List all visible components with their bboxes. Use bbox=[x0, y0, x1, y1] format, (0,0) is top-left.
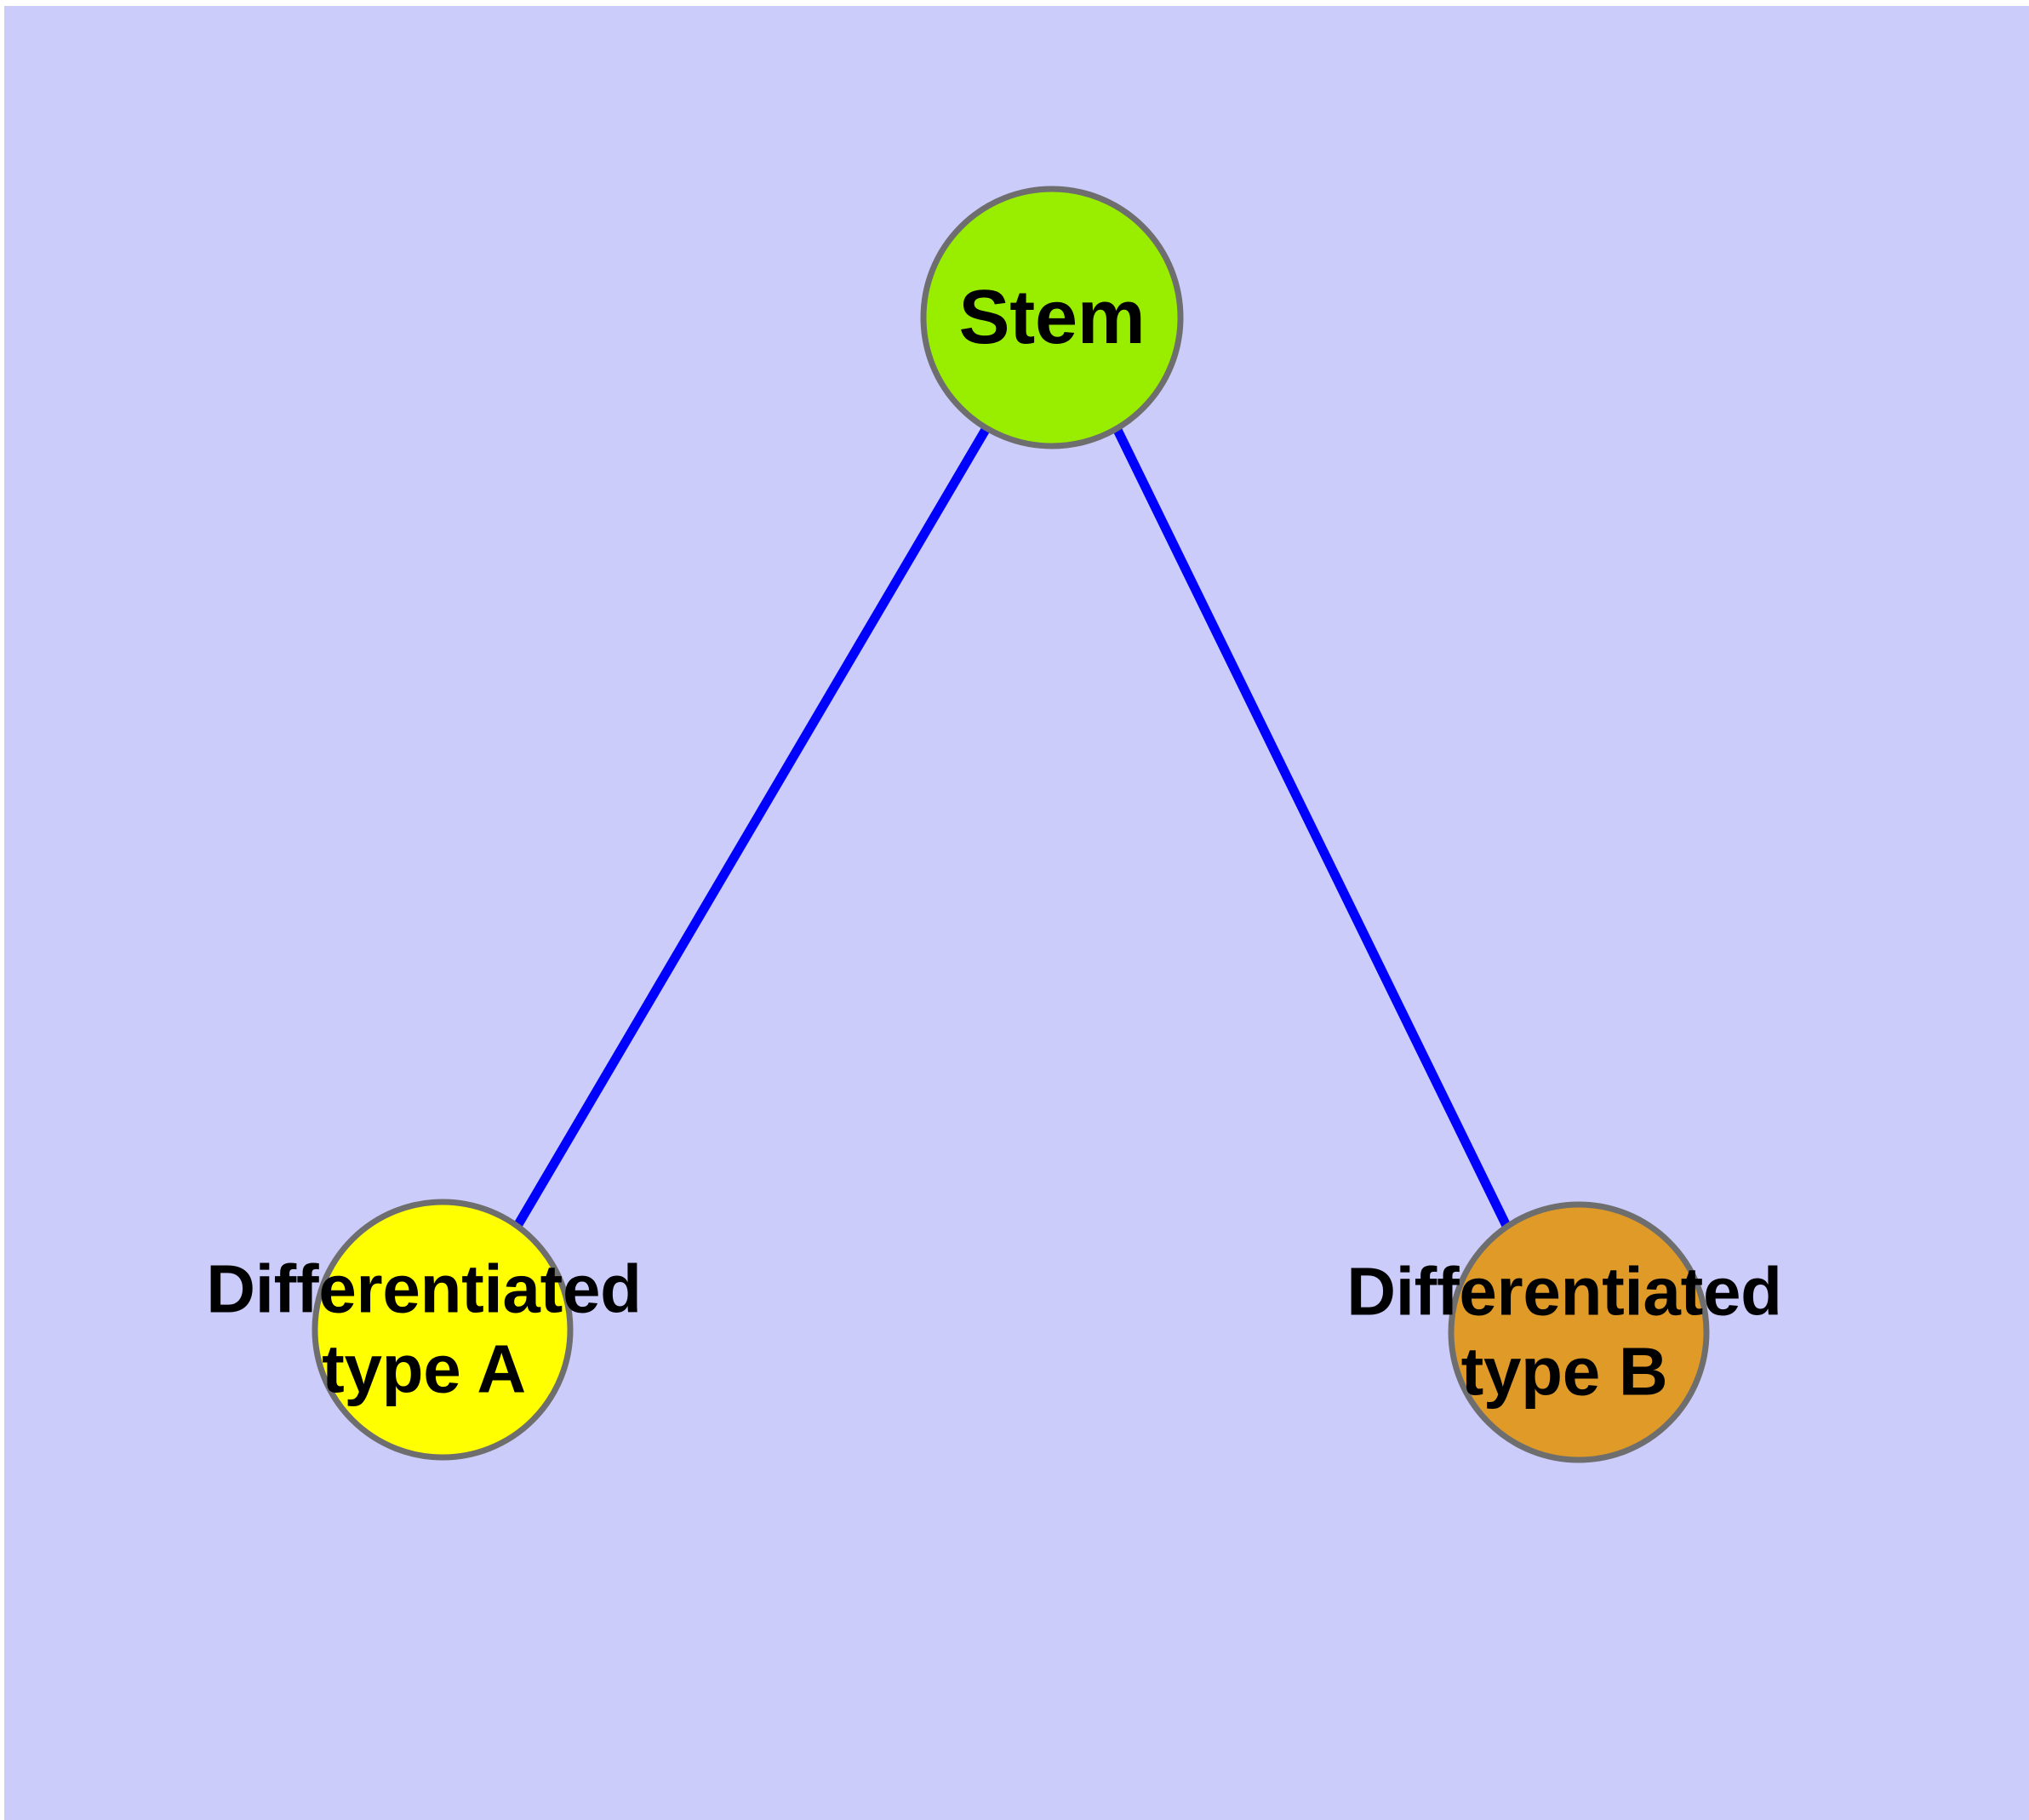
edge-layer bbox=[513, 426, 1511, 1228]
edge-stem-to-differentiated-b[interactable] bbox=[1112, 426, 1511, 1228]
node-differentiated-type-b[interactable] bbox=[1448, 1201, 1710, 1463]
edge-stem-to-differentiated-a[interactable] bbox=[513, 426, 991, 1228]
node-differentiated-type-a[interactable] bbox=[311, 1199, 574, 1461]
node-stem[interactable] bbox=[920, 186, 1184, 449]
node-layer bbox=[311, 186, 1710, 1463]
